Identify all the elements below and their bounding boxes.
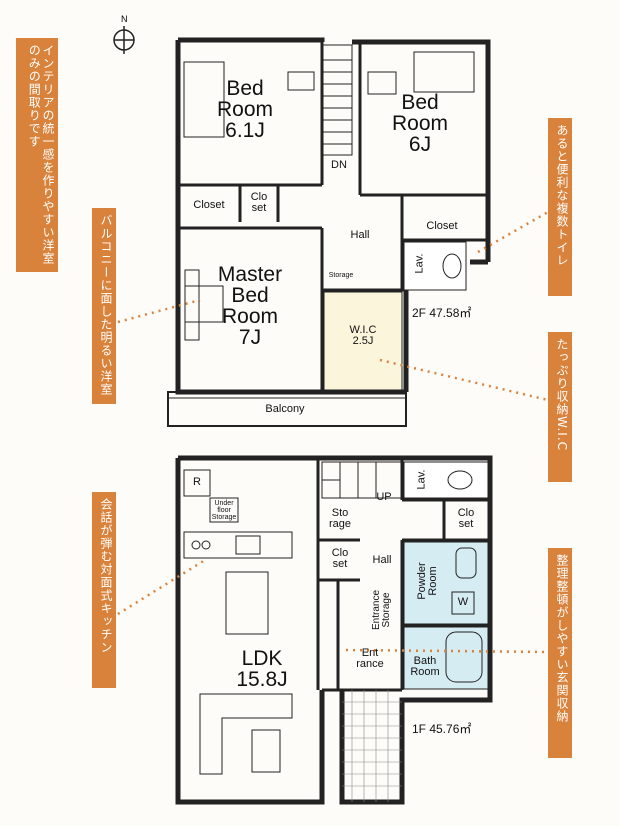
room-closet-small: Clo set bbox=[250, 191, 268, 214]
compass-label: N bbox=[121, 14, 128, 24]
room-storage2: Storage bbox=[328, 272, 354, 279]
bathtub-icon bbox=[445, 631, 483, 683]
note-interior: インテリアの統一感を作りやすい洋室のみの間取りです bbox=[16, 38, 58, 272]
note-balcony-room: バルコニーに面した明るい洋室 bbox=[92, 208, 116, 404]
room-closet1a: Clo set bbox=[331, 547, 349, 570]
lav2-fill bbox=[403, 241, 467, 291]
fridge-mark: R bbox=[193, 476, 201, 488]
room-closet1b: Clo set bbox=[457, 507, 475, 530]
note-wic: たっぷり収納W.I.C bbox=[548, 332, 572, 482]
room-entrance-storage: Entrance Storage bbox=[371, 589, 392, 631]
note-toilets: あると便利な複数トイレ bbox=[548, 118, 572, 296]
compass-icon bbox=[113, 26, 135, 54]
kitchen-furniture bbox=[183, 469, 293, 635]
floor2-walls bbox=[175, 37, 491, 395]
room-bed1: Bed Room 6.1J bbox=[216, 77, 274, 142]
area-1f: 1F 45.76㎡ bbox=[412, 722, 472, 736]
bed-furniture bbox=[183, 51, 475, 341]
room-balcony: Balcony bbox=[265, 403, 305, 415]
room-closet2: Closet bbox=[426, 220, 458, 232]
room-bed2: Bed Room 6J bbox=[391, 91, 449, 156]
room-bath: Bath Room bbox=[410, 655, 440, 678]
washer-mark: W bbox=[457, 596, 469, 608]
balcony-outline bbox=[167, 391, 407, 427]
stairs-dn: DN bbox=[331, 159, 347, 171]
washer-icon bbox=[451, 591, 475, 615]
room-storage1: Sto rage bbox=[328, 507, 352, 530]
toilet1-icon bbox=[447, 470, 473, 490]
stairs-up: UP bbox=[376, 491, 392, 503]
note-entrance-storage: 整理整頓がしやすい玄関収納 bbox=[548, 548, 572, 758]
room-underfloor: Under floor Storage bbox=[211, 500, 237, 521]
area-2f: 2F 47.58㎡ bbox=[412, 306, 472, 320]
room-wic: W.I.C 2.5J bbox=[349, 324, 377, 347]
room-lav2: Lav. bbox=[413, 253, 426, 274]
room-lav1: Lav. bbox=[415, 469, 428, 490]
note-kitchen: 会話が弾む対面式キッチン bbox=[92, 492, 116, 688]
entrance-tiles bbox=[342, 690, 402, 802]
wic-fill bbox=[323, 291, 403, 391]
room-master: Master Bed Room 7J bbox=[217, 263, 283, 349]
room-entrance: Ent rance bbox=[356, 647, 384, 670]
room-hall1: Hall bbox=[372, 554, 392, 566]
toilet2-icon bbox=[442, 253, 462, 279]
room-hall2: Hall bbox=[350, 229, 370, 241]
sofa-furniture bbox=[199, 693, 293, 775]
room-powder: Powder Room bbox=[416, 562, 439, 600]
lav1-fill bbox=[403, 461, 489, 499]
room-closet1: Closet bbox=[193, 199, 225, 211]
floor2-stairs bbox=[321, 44, 353, 156]
floor1-stairs bbox=[321, 461, 403, 499]
callout-lines bbox=[117, 210, 549, 654]
floor1-walls bbox=[175, 455, 493, 805]
sink-icon bbox=[455, 547, 477, 579]
room-ldk: LDK 15.8J bbox=[236, 647, 288, 691]
